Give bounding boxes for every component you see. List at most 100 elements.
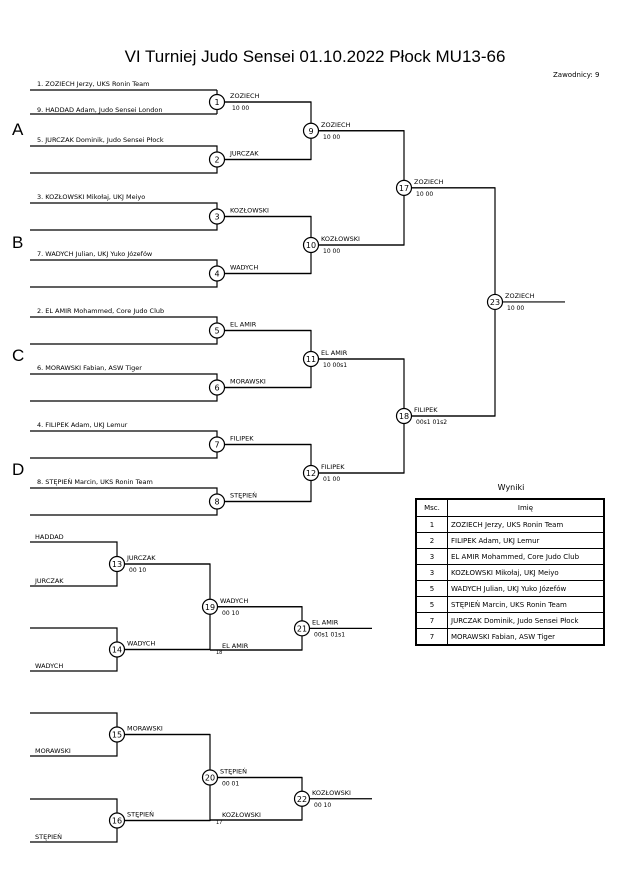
result-place: 7 (415, 612, 448, 629)
fight-winner: ZOZIECH (230, 92, 260, 100)
fight-winner: EL AMIR (312, 618, 339, 626)
result-name: MORAWSKI Fabian, ASW Tiger (447, 628, 605, 646)
fight-score: 10 00 (323, 134, 340, 141)
fight-winner: KOZŁOWSKI (321, 235, 360, 243)
fight-winner: WADYCH (220, 597, 248, 605)
fight-number: 6 (214, 384, 219, 393)
results-title: Wyniki (497, 483, 525, 492)
fight-bracket (30, 202, 218, 231)
fight-bracket (404, 187, 496, 417)
fight-number-circle (395, 407, 413, 425)
result-name: KOZŁOWSKI Mikołaj, UKJ Meiyo (447, 564, 605, 581)
fight-number-circle (302, 236, 320, 254)
result-place: 1 (415, 516, 448, 533)
fight-winner: STĘPIEŃ (127, 810, 154, 819)
fight-number-circle (208, 436, 226, 453)
fight-number: 12 (306, 469, 316, 478)
fight-number-circle (293, 620, 311, 637)
fight-number-circle (108, 641, 126, 658)
fight-winner: ZOZIECH (321, 121, 351, 129)
fight-number: 20 (205, 774, 215, 783)
fight-bracket (311, 130, 405, 246)
fight-number: 15 (112, 731, 122, 740)
result-name: WADYCH Julian, UKJ Yuko Józefów (447, 580, 605, 597)
fight-number-circle (208, 322, 226, 339)
result-name: JURCZAK Dominik, Judo Sensei Płock (447, 612, 605, 629)
fight-number-circle (208, 208, 226, 225)
fight-number-circle (486, 293, 504, 311)
fight-entry-bottom: STĘPIEŃ (35, 832, 62, 841)
competitors-count: Zawodnicy: 9 (553, 71, 600, 79)
fight-winner: ZOZIECH (505, 292, 535, 300)
fight-number-circle (201, 769, 219, 786)
fight-score: 00 10 (314, 802, 331, 809)
fight-number-circle (108, 812, 126, 829)
fight-number: 19 (205, 603, 215, 612)
fight-number-circle (208, 151, 226, 168)
entry-name: 2. EL AMIR Mohammed, Core Judo Club (37, 307, 164, 315)
result-place: 3 (415, 564, 448, 581)
fight-number: 7 (214, 441, 219, 450)
fight-bracket (30, 430, 218, 459)
fight-note: 18 (216, 650, 222, 656)
fight-number-circle (208, 265, 226, 282)
fight-number: 18 (399, 412, 409, 421)
fight-winner: STĘPIEŃ (230, 491, 257, 500)
pool-label-d: D (12, 460, 25, 479)
result-place: 5 (415, 596, 448, 613)
fight-number-circle (208, 493, 226, 510)
fight-score: 10 00s1 (323, 362, 347, 369)
fight-entry-bottom: EL AMIR (222, 642, 249, 650)
fight-number: 5 (214, 327, 219, 336)
fight-note: 17 (216, 820, 222, 826)
fight-bracket (117, 733, 211, 822)
fight-number-circle (302, 464, 320, 482)
fight-number-circle (208, 93, 226, 111)
fight-number: 14 (112, 646, 122, 655)
entry-name: 8. STĘPIEŃ Marcin, UKS Ronin Team (37, 477, 153, 486)
fight-winner: ZOZIECH (414, 178, 444, 186)
entry-name: 5. JURCZAK Dominik, Judo Sensei Płock (37, 136, 164, 144)
fight-number-circle (395, 179, 413, 196)
fight-bracket (117, 563, 211, 651)
fight-winner: KOZŁOWSKI (312, 789, 351, 797)
results-header-row: Msc. Imię (415, 498, 605, 517)
entry-name: 6. MORAWSKI Fabian, ASW Tiger (37, 364, 142, 372)
fight-number: 4 (214, 270, 219, 279)
fight-bracket (30, 259, 218, 288)
result-name: FILIPEK Adam, UKJ Lemur (447, 532, 605, 549)
fight-bracket (30, 487, 218, 516)
result-place: 7 (415, 628, 448, 646)
fight-score: 10 00 (232, 105, 249, 112)
pool-label-a: A (12, 120, 24, 139)
fight-entry-bottom: KOZŁOWSKI (222, 811, 261, 819)
fight-winner: JURCZAK (126, 554, 156, 562)
fight-bracket (30, 316, 218, 345)
results-col-name: Imię (447, 498, 605, 517)
fight-winner: KOZŁOWSKI (230, 207, 269, 215)
fight-winner: FILIPEK (321, 463, 345, 471)
fight-score: 10 00 (416, 191, 433, 198)
entry-name: 1. ZOZIECH Jerzy, UKS Ronin Team (37, 80, 150, 88)
fight-number-circle (208, 379, 226, 396)
fight-number: 10 (306, 241, 316, 250)
fight-score: 01 00 (323, 476, 340, 483)
fight-number-circle (108, 726, 126, 743)
fight-score: 00 10 (129, 567, 146, 574)
fight-score: 00s1 01s1 (314, 631, 345, 638)
fight-winner: EL AMIR (230, 321, 257, 329)
fight-number-circle (302, 350, 320, 368)
entry-name: 3. KOZŁOWSKI Mikołaj, UKJ Meiyo (37, 193, 145, 201)
pool-label-c: C (12, 346, 25, 365)
fight-bracket (311, 358, 405, 474)
fight-winner: EL AMIR (321, 349, 348, 357)
pool-label-b: B (12, 233, 24, 252)
fight-number: 3 (214, 213, 219, 222)
